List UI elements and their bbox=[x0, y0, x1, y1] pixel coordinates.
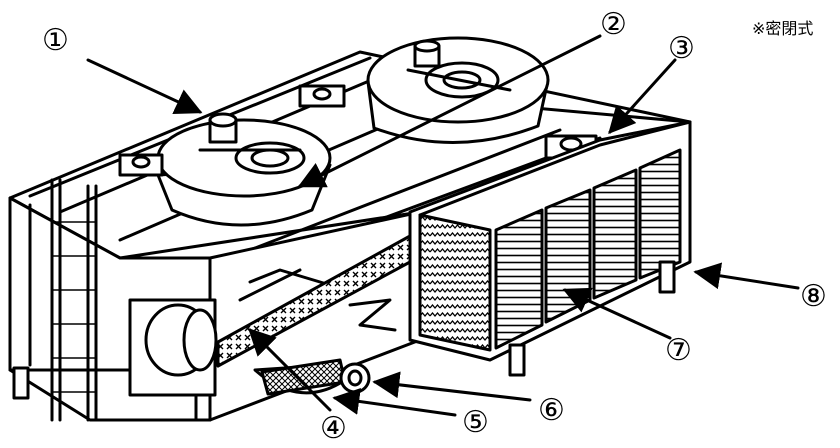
fan-right bbox=[366, 36, 550, 144]
label-8: ⑧ bbox=[800, 279, 827, 314]
label-1: ① bbox=[42, 23, 69, 58]
deck-boxes bbox=[118, 84, 598, 177]
label-2: ② bbox=[600, 7, 627, 42]
label-4: ④ bbox=[320, 411, 347, 446]
coil-section bbox=[408, 120, 692, 377]
note-text: ※密閉式 bbox=[752, 19, 813, 38]
fan-left bbox=[156, 112, 332, 227]
ladder bbox=[50, 178, 98, 422]
leader-lines bbox=[86, 34, 800, 417]
label-3: ③ bbox=[668, 31, 695, 66]
label-5: ⑤ bbox=[462, 405, 489, 440]
label-7: ⑦ bbox=[665, 333, 692, 368]
label-6: ⑥ bbox=[538, 393, 565, 428]
